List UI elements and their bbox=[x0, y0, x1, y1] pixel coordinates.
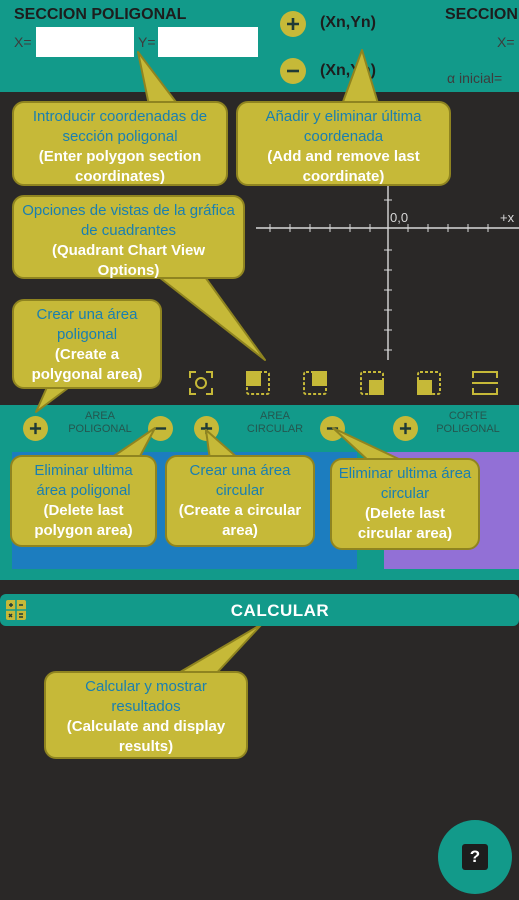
remove-coordinate-button[interactable] bbox=[280, 58, 306, 84]
calculate-button[interactable] bbox=[0, 594, 519, 626]
callout-enter-coordinates: Introducir coordenadas de sección poligo… bbox=[12, 101, 228, 186]
callout-calculate: Calcular y mostrar resultados (Calculate… bbox=[44, 671, 248, 759]
add-coordinate-button[interactable] bbox=[280, 11, 306, 37]
callout-text-es: Introducir coordenadas de sección poligo… bbox=[32, 108, 208, 145]
callout-text-es: Crear una área poligonal bbox=[36, 306, 138, 343]
alpha-initial-label: α inicial= bbox=[447, 70, 503, 86]
help-label: ? bbox=[469, 847, 481, 866]
quadrant-chart[interactable] bbox=[250, 180, 519, 360]
callout-text-es: Añadir y eliminar última coordenada bbox=[265, 108, 422, 145]
callout-delete-polygon-area: Eliminar ultima área poligonal (Delete l… bbox=[10, 455, 157, 547]
callout-create-polygon-area: Crear una área poligonal (Create a polyg… bbox=[12, 299, 162, 389]
y-label: Y= bbox=[138, 34, 156, 50]
callout-text-es: Eliminar ultima área poligonal bbox=[34, 462, 133, 499]
minus-icon bbox=[154, 427, 167, 430]
section-title-right: SECCION bbox=[445, 6, 518, 23]
full-view-icon[interactable] bbox=[471, 370, 499, 396]
calculator-icon bbox=[6, 600, 26, 620]
callout-text-en: (Calculate and display results) bbox=[66, 718, 226, 755]
x-coordinate-input[interactable] bbox=[36, 27, 134, 57]
callout-text-en: (Delete last circular area) bbox=[357, 505, 453, 542]
x-label-right: X= bbox=[497, 34, 515, 50]
circular-area-label: AREA CIRCULAR bbox=[246, 410, 304, 435]
minus-icon bbox=[287, 69, 299, 73]
help-button[interactable]: ? bbox=[438, 820, 512, 894]
plus-icon bbox=[399, 422, 412, 435]
x-label: X= bbox=[14, 34, 32, 50]
callout-text-es: Calcular y mostrar resultados bbox=[85, 678, 207, 715]
callout-text-es: Eliminar ultima área circular bbox=[338, 465, 472, 502]
section-title-left: SECCION POLIGONAL bbox=[14, 6, 187, 23]
help-icon: ? bbox=[462, 844, 488, 870]
callout-create-circular-area: Crear una área circular (Create a circul… bbox=[165, 455, 315, 547]
calculate-label: CALCULAR bbox=[230, 601, 330, 620]
callout-view-options: Opciones de vistas de la gráfica de cuad… bbox=[12, 195, 245, 279]
callout-delete-circular-area: Eliminar ultima área circular (Delete la… bbox=[330, 458, 480, 550]
quadrant-2-view-icon[interactable] bbox=[245, 370, 271, 396]
quadrant-4-view-icon[interactable] bbox=[359, 370, 385, 396]
callout-text-en: (Quadrant Chart View Options) bbox=[51, 242, 206, 279]
y-coordinate-input[interactable] bbox=[158, 27, 258, 57]
callout-text-en: (Delete last polygon area) bbox=[34, 502, 133, 539]
callout-add-remove-coordinate: Añadir y eliminar última coordenada (Add… bbox=[236, 101, 451, 186]
delete-polygon-area-button[interactable] bbox=[148, 416, 173, 441]
add-coordinate-label: (Xn,Yn) bbox=[320, 14, 376, 31]
plus-icon bbox=[29, 422, 42, 435]
quadrant-1-view-icon[interactable] bbox=[302, 370, 328, 396]
create-polygon-area-button[interactable] bbox=[23, 416, 48, 441]
focus-view-icon[interactable] bbox=[188, 370, 214, 396]
polygonal-cut-label: CORTE POLIGONAL bbox=[436, 410, 500, 435]
create-polygon-cut-button[interactable] bbox=[393, 416, 418, 441]
callout-text-en: (Create a circular area) bbox=[178, 502, 302, 539]
quadrant-3-view-icon[interactable] bbox=[416, 370, 442, 396]
callout-text-es: Crear una área circular bbox=[189, 462, 291, 499]
callout-text-en: (Enter polygon section coordinates) bbox=[38, 148, 202, 185]
callout-text-en: (Create a polygonal area) bbox=[31, 346, 143, 383]
plus-icon bbox=[287, 18, 299, 30]
origin-label: 0,0 bbox=[390, 210, 409, 225]
x-axis-label: +x bbox=[500, 210, 515, 225]
callout-text-es: Opciones de vistas de la gráfica de cuad… bbox=[22, 202, 235, 239]
polygonal-area-label: AREA POLIGONAL bbox=[68, 410, 132, 435]
callout-text-en: (Add and remove last coordinate) bbox=[267, 148, 420, 185]
